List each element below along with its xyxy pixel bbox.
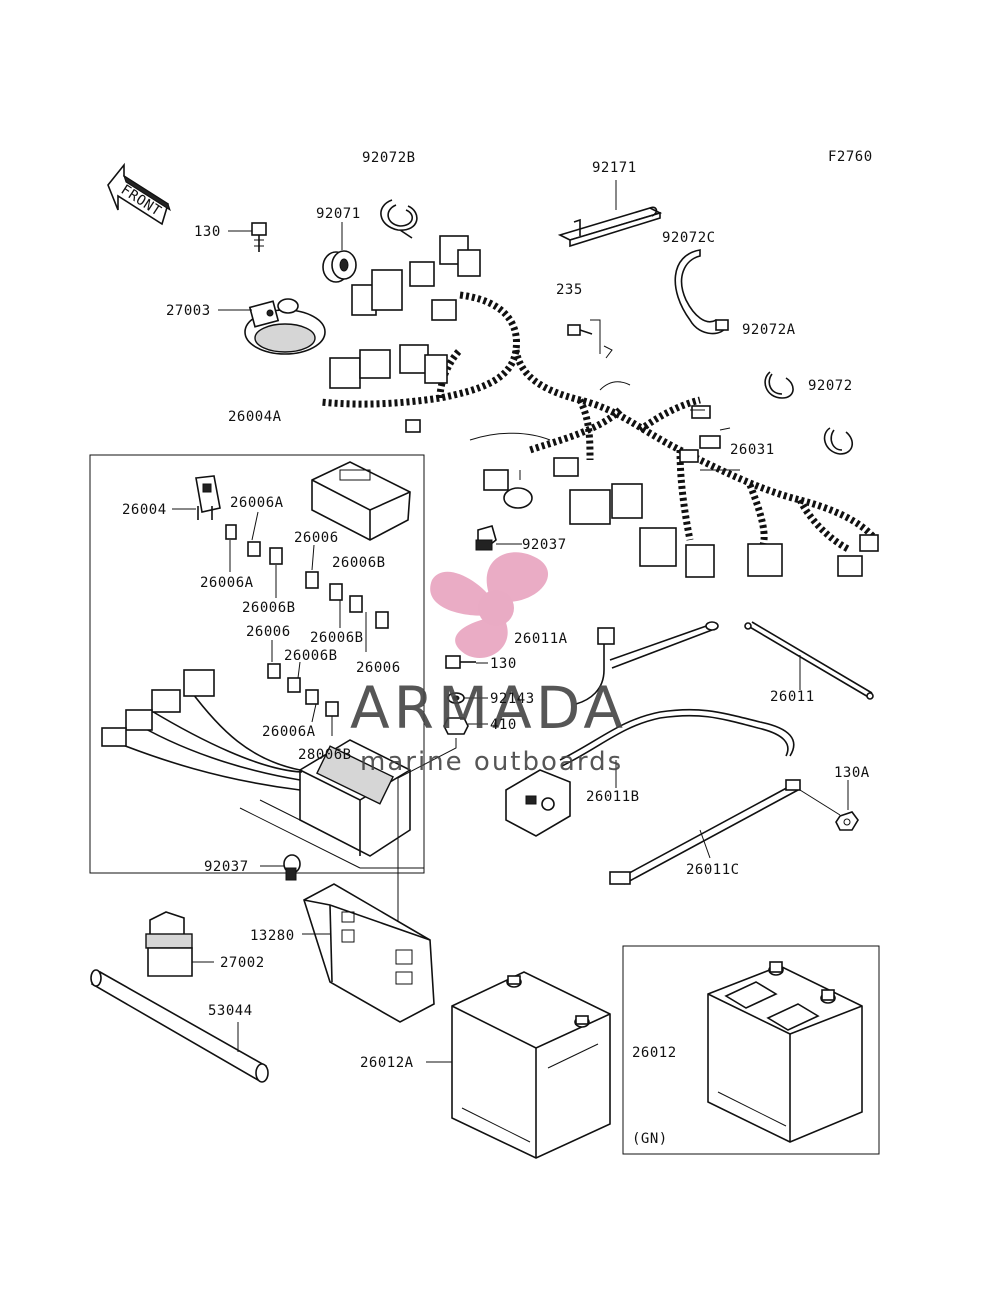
label-26006-2: 26006: [246, 624, 291, 640]
clip-92037-top: [475, 525, 497, 551]
clamp-92072a: [764, 371, 794, 399]
watermark-tagline: marine outboards: [360, 747, 623, 777]
label-92171: 92171: [592, 160, 637, 176]
label-26006b-2: 26006B: [242, 600, 296, 616]
label-130a: 130A: [834, 765, 870, 781]
label-92071: 92071: [316, 206, 361, 222]
label-26031: 26031: [730, 442, 775, 458]
clamp-92072b: [380, 199, 418, 239]
screw-235: [567, 324, 593, 336]
fuse-box-cover: [311, 461, 411, 541]
label-28006b: 28006B: [298, 747, 352, 763]
label-26011a: 26011A: [514, 631, 568, 647]
label-26006a-1: 26006A: [230, 495, 284, 511]
battery-26012: [707, 961, 863, 1143]
clamp-92072: [823, 427, 853, 455]
bolt-130-mid: [445, 655, 476, 669]
nut-130a: [835, 811, 859, 831]
relay-26004: [195, 475, 221, 520]
label-92037-top: 92037: [522, 537, 567, 553]
label-53044: 53044: [208, 1003, 253, 1019]
label-26004: 26004: [122, 502, 167, 518]
cable-26011: [744, 621, 874, 700]
label-92072b: 92072B: [362, 150, 416, 166]
label-92072c: 92072C: [662, 230, 716, 246]
label-26011: 26011: [770, 689, 815, 705]
label-26012a: 26012A: [360, 1055, 414, 1071]
tube-53044: [90, 969, 269, 1083]
relay-27002: [145, 911, 193, 977]
label-26006-3: 26006: [356, 660, 401, 676]
label-26004a: 26004A: [228, 409, 282, 425]
label-26006b-1: 26006B: [332, 555, 386, 571]
label-27003: 27003: [166, 303, 211, 319]
label-26011c: 26011C: [686, 862, 740, 878]
label-410: 410: [490, 717, 517, 733]
fuses: [225, 524, 389, 717]
label-92072a: 92072A: [742, 322, 796, 338]
sub-harness: [101, 669, 303, 791]
label-26006a-2: 26006A: [200, 575, 254, 591]
fuse-box-body: [299, 739, 411, 857]
front-arrow-icon: FRONT: [107, 162, 171, 226]
label-26011b: 26011B: [586, 789, 640, 805]
battery-26012-frame: [622, 945, 880, 1155]
label-27002: 27002: [220, 955, 265, 971]
label-gn: (GN): [632, 1131, 668, 1147]
label-26006a-3: 26006A: [262, 724, 316, 740]
cable-26011a: [575, 621, 719, 705]
label-92072: 92072: [808, 378, 853, 394]
label-13280: 13280: [250, 928, 295, 944]
horn-27003: [244, 298, 326, 355]
label-26006b-4: 26006B: [284, 648, 338, 664]
watermark-name: ARMADA: [350, 674, 627, 742]
battery-26012a: [451, 971, 611, 1159]
label-130-top: 130: [194, 224, 221, 240]
watermark-logo: ARMADA marine outboards: [350, 552, 627, 777]
bracket-92171: [557, 206, 663, 248]
label-235: 235: [556, 282, 583, 298]
label-26006b-3: 26006B: [310, 630, 364, 646]
label-26006-1: 26006: [294, 530, 339, 546]
nut-410: [443, 717, 469, 735]
bolt-130-top: [251, 222, 267, 252]
grommet-92071: [322, 250, 357, 283]
diagram-code: F2760: [828, 149, 873, 165]
bracket-13280: [303, 883, 435, 1023]
label-92143: 92143: [490, 691, 535, 707]
cable-26011b: [505, 708, 795, 837]
harness-connectors: [329, 235, 879, 578]
clip-92037-bottom: [283, 854, 301, 881]
label-92037-bottom: 92037: [204, 859, 249, 875]
label-26012: 26012: [632, 1045, 677, 1061]
label-130-mid: 130: [490, 656, 517, 672]
cable-26011c: [609, 779, 801, 885]
